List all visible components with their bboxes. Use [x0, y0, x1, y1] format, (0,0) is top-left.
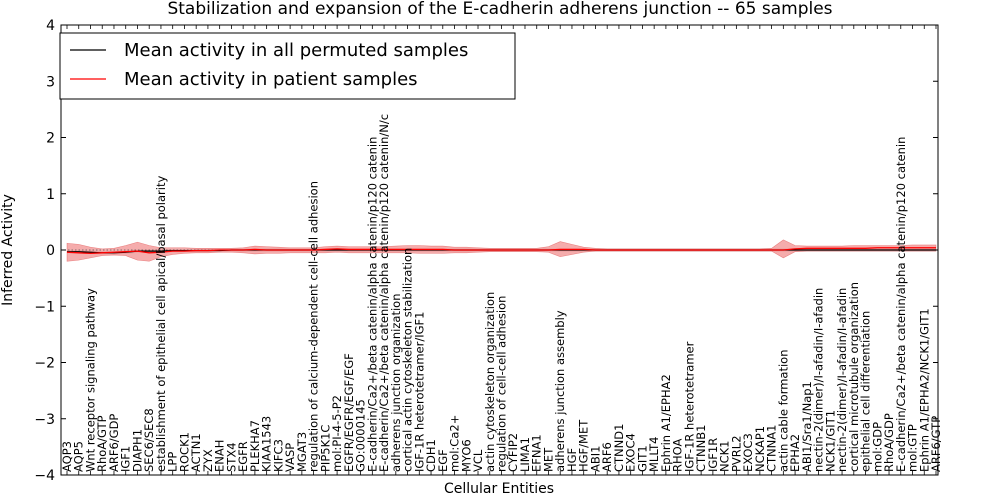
x-tick-label: nectin-2(dimer)/I-afadin/I-afadin — [812, 288, 826, 472]
x-tick-label: NCK1/GIT1 — [823, 410, 837, 472]
x-tick-label: ROCK1 — [177, 432, 191, 472]
x-tick-label: adherens junction assembly — [553, 310, 567, 472]
x-tick-label: ACTN1 — [189, 433, 203, 472]
x-tick-label: EGFR/EGFR/EGF/EGF — [342, 353, 356, 472]
x-tick-label: RhoA/GTP — [95, 415, 109, 472]
x-tick-label: RHOA — [671, 439, 685, 472]
x-tick-label: regulation of cell-cell adhesion — [495, 296, 509, 472]
x-tick-label: cortical microtubule organization — [847, 282, 861, 472]
legend: Mean activity in all permuted samples Me… — [59, 32, 516, 100]
x-tick-label: E-cadherin/Ca2+/beta catenin/alpha caten… — [894, 137, 908, 472]
x-tick-label: ABI1/Sra1/Nap1 — [800, 381, 814, 472]
y-tick-label: −1 — [34, 299, 55, 315]
x-tick-label: mol:Ca2+ — [448, 415, 462, 472]
x-tick-label: actin cable formation — [776, 349, 790, 472]
x-tick-label: EXOC3 — [741, 433, 755, 472]
x-tick-label: adherens junction organization — [389, 294, 403, 472]
x-tick-label: LIMA1 — [518, 437, 532, 472]
x-tick-label: mol:GTP — [906, 424, 920, 472]
x-tick-label: Ephrin A1/EPHA2 — [659, 374, 673, 472]
x-tick-label: CDH1 — [424, 439, 438, 472]
x-tick-label: ARF6/GDP — [107, 414, 121, 472]
legend-label-permuted: Mean activity in all permuted samples — [124, 40, 468, 61]
x-tick-label: PLEKHA7 — [248, 420, 262, 472]
x-axis-label: Cellular Entities — [444, 481, 554, 497]
x-tick-label: E-cadherin/Ca2+/beta catenin/alpha caten… — [365, 137, 379, 472]
x-tick-label: PIP5K1C — [318, 425, 332, 472]
x-tick-label: ARF6 — [600, 442, 614, 472]
x-tick-label: epithelial cell differentiation — [859, 311, 873, 472]
x-tick-label: ARF6/GTP — [929, 416, 943, 472]
x-tick-label: ZYX — [201, 449, 215, 472]
x-tick-label: ABI1 — [588, 446, 602, 472]
x-tick-label: mol:GDP — [870, 422, 884, 472]
x-tick-label: MLLT4 — [647, 437, 661, 473]
x-tick-label: SEC6/SEC8 — [142, 408, 156, 472]
x-tick-label: IGF1 — [119, 446, 133, 472]
x-tick-label: KIAA1543 — [260, 416, 274, 472]
x-tick-label: Wnt receptor signaling pathway — [83, 288, 97, 472]
x-tick-label: EFNA1 — [530, 434, 544, 472]
x-tick-label: NCKAP1 — [753, 426, 767, 472]
x-tick-label: GIT1 — [635, 445, 649, 472]
x-tick-label: STX4 — [224, 442, 238, 472]
x-tick-label: NCK1 — [718, 441, 732, 473]
x-tick-label: HGF/MET — [577, 419, 591, 472]
y-tick-label: 1 — [46, 187, 55, 203]
x-tick-label: Ephrin A1/EPHA2/NCK1/GIT1 — [917, 308, 931, 472]
x-tick-label: E-cadherin/Ca2+/beta catenin/alpha caten… — [377, 114, 391, 472]
x-tick-label: cortical actin cytoskeleton stabilizatio… — [401, 248, 415, 472]
y-axis: −4 −3 −2 −1 0 1 2 3 4 — [34, 18, 938, 484]
chart-title: Stabilization and expansion of the E-cad… — [167, 0, 832, 19]
x-tick-label: IGF-1R heterotetramer — [682, 341, 696, 472]
x-tick-label: CYFIP2 — [506, 433, 520, 472]
x-tick-label: ENAH — [213, 440, 227, 472]
x-tick-label: MGAT3 — [295, 432, 309, 472]
x-tick-label: IGF1R — [706, 438, 720, 472]
x-tick-label: IGF-1R heterotetramer/IGF1 — [412, 312, 426, 472]
x-tick-label: actin cytoskeleton organization — [483, 292, 497, 472]
y-tick-label: 2 — [46, 131, 55, 147]
x-tick-label: regulation of calcium-dependent cell-cel… — [307, 181, 321, 472]
y-tick-label: −3 — [34, 412, 55, 428]
x-tick-label: EPHA2 — [788, 434, 802, 472]
x-tick-label: mol:PI-4-5-P2 — [330, 395, 344, 472]
x-tick-label: CTNNA1 — [765, 425, 779, 472]
x-tick-label: EGFR — [236, 441, 250, 472]
x-tick-label: CTNNB1 — [694, 425, 708, 472]
x-tick-label: nectin-2(dimer)/I-afadin/I-afadin — [835, 288, 849, 472]
plot-area — [61, 239, 938, 262]
y-tick-label: −2 — [34, 356, 55, 372]
y-tick-label: 0 — [46, 243, 55, 259]
x-tick-label: MYO6 — [459, 439, 473, 472]
x-tick-label: EGF — [436, 449, 450, 472]
x-tick-label: EXOC4 — [624, 433, 638, 472]
y-axis-label: Inferred Activity — [0, 194, 16, 306]
x-tick-label: KIFC3 — [271, 439, 285, 472]
x-tick-label: MET — [541, 447, 555, 472]
legend-box — [59, 32, 516, 100]
x-tick-label: LPP — [166, 452, 180, 472]
x-tick-label: RhoA/GDP — [882, 413, 896, 472]
y-tick-label: 4 — [46, 18, 55, 34]
series-line-patient — [66, 247, 936, 255]
x-tick-label: GO:0000145 — [354, 399, 368, 472]
x-tick-label: AQP3 — [60, 441, 74, 472]
y-tick-label: 3 — [46, 74, 55, 90]
x-tick-label: AQP5 — [72, 441, 86, 472]
x-tick-label: VASP — [283, 443, 297, 472]
legend-label-patient: Mean activity in patient samples — [124, 69, 418, 90]
y-tick-label: −4 — [34, 468, 55, 484]
x-tick-label: CTNND1 — [612, 424, 626, 472]
x-tick-label: DIAPH1 — [130, 429, 144, 472]
x-tick-label: establishment of epithelial cell apical/… — [154, 176, 168, 472]
x-tick-label: PVRL2 — [729, 435, 743, 472]
x-tick-label: HGF — [565, 448, 579, 472]
x-tick-label: VCL — [471, 449, 485, 472]
